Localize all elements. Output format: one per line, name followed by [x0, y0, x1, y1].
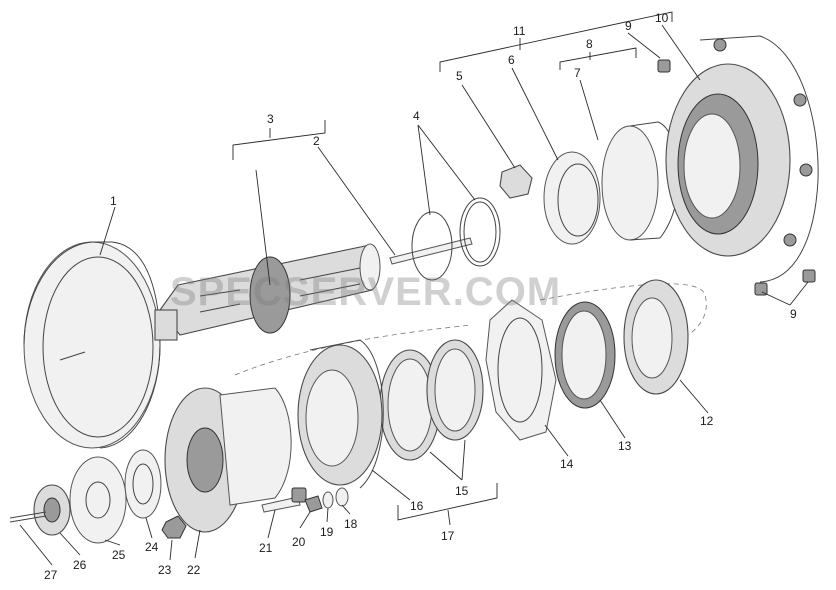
part-21-bolt — [261, 487, 307, 513]
callout-26: 26 — [73, 558, 87, 572]
callout-17: 17 — [441, 529, 455, 543]
callout-11: 11 — [513, 24, 526, 38]
callout-27: 27 — [44, 568, 58, 582]
part-26-castle-nut — [33, 484, 71, 536]
part-4-rings — [411, 197, 501, 281]
callout-3: 3 — [267, 112, 274, 126]
callout-1: 1 — [110, 194, 117, 208]
callout-19: 19 — [320, 525, 334, 539]
callout-20: 20 — [292, 535, 306, 549]
part-27-cotter-pin — [9, 511, 47, 523]
callout-16: 16 — [410, 499, 424, 513]
callout-9-bottom: 9 — [790, 307, 797, 321]
callout-13: 13 — [618, 439, 632, 453]
callout-labels: 1 2 3 4 5 6 7 8 9 10 11 9 12 13 14 15 16… — [44, 11, 797, 582]
part-10-housing — [665, 35, 819, 283]
callout-18: 18 — [344, 517, 358, 531]
part-25-washer — [69, 456, 127, 544]
callout-9-top: 9 — [625, 19, 632, 33]
watermark-text: SPECSERVER.COM — [170, 270, 561, 314]
part-18-washer — [335, 487, 349, 507]
part-5-plug — [499, 164, 533, 199]
callout-24: 24 — [145, 540, 159, 554]
callout-5: 5 — [456, 69, 463, 83]
callout-8: 8 — [586, 37, 593, 51]
callout-21: 21 — [259, 541, 273, 555]
part-14-gasket — [485, 299, 557, 441]
part-22-flange-hub — [164, 387, 292, 533]
part-9-bolt-top — [657, 59, 671, 73]
callout-14: 14 — [560, 457, 574, 471]
part-9-bolts-bottom — [754, 269, 816, 296]
part-13-seal-ring — [554, 301, 616, 409]
part-15-seals — [379, 339, 484, 461]
callout-4: 4 — [413, 109, 420, 123]
part-2-pin — [389, 237, 473, 265]
part-16-cap — [297, 339, 384, 489]
part-23-nut — [161, 515, 187, 539]
part-20-nut — [304, 495, 323, 513]
callout-10: 10 — [655, 11, 669, 25]
callout-6: 6 — [508, 53, 515, 67]
callout-25: 25 — [112, 548, 126, 562]
callout-12: 12 — [700, 414, 714, 428]
callout-2: 2 — [313, 134, 320, 148]
callout-23: 23 — [158, 563, 172, 577]
part-1-ring — [23, 241, 161, 449]
part-3-shaft — [154, 243, 381, 341]
callout-7: 7 — [574, 66, 581, 80]
leader-lines — [19, 11, 809, 566]
part-19-washer — [322, 491, 334, 509]
callout-22: 22 — [187, 563, 201, 577]
part-12-bearing — [623, 279, 689, 395]
part-24-washer — [124, 449, 162, 519]
callout-15: 15 — [455, 484, 469, 498]
part-6-flange-ring — [543, 151, 601, 245]
